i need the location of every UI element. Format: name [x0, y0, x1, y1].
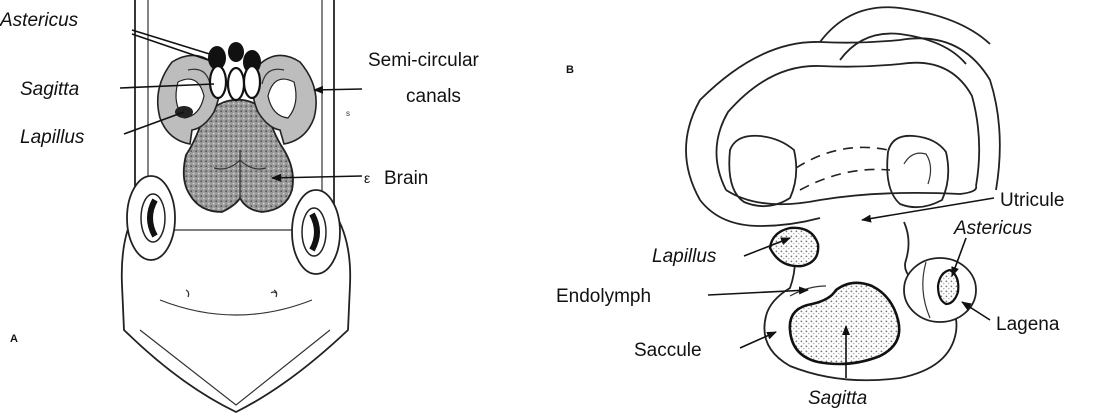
snout-midline [160, 300, 312, 315]
label-utricule: Utricule [1000, 190, 1064, 211]
left-eye [127, 176, 175, 260]
lagena [904, 258, 976, 322]
mark-epsilon: ε [364, 170, 370, 186]
label-astericus-b: Astericus [953, 218, 1033, 239]
canal-inner [716, 63, 979, 190]
label-brain: Brain [384, 168, 428, 189]
panel-b-letter: B [566, 64, 574, 76]
ampulla-right-inner [904, 153, 931, 184]
label-lagena: Lagena [996, 314, 1060, 335]
label-canals-line2: canals [406, 86, 461, 107]
right-eye [292, 190, 340, 274]
canals-leader [314, 89, 362, 90]
ampulla-left [729, 136, 796, 206]
label-saccule: Saccule [634, 340, 702, 361]
nostril-left [186, 290, 189, 297]
lapillus-otolith [770, 228, 818, 266]
label-lapillus-a: Lapillus [20, 127, 85, 148]
panel-a: Astericus Sagitta Lapillus Semi-circular… [0, 0, 480, 412]
astericus-leader-a [132, 30, 216, 56]
mark-s: s [346, 109, 350, 118]
sagitta-otolith [790, 283, 899, 364]
label-lapillus-b: Lapillus [652, 246, 717, 267]
saccule-arrow [740, 332, 776, 348]
label-astericus-a: Astericus [0, 10, 79, 31]
canal-top-inner [840, 34, 966, 64]
ampulla-right [887, 136, 948, 207]
utricule-arrow [862, 198, 994, 220]
label-endolymph: Endolymph [556, 286, 651, 307]
jaw-lines [140, 330, 330, 405]
label-canals-line1: Semi-circular [368, 50, 480, 71]
panel-a-letter: A [10, 333, 18, 345]
label-sagitta-a: Sagitta [20, 79, 79, 100]
canal-outer [686, 38, 1000, 200]
utricle-body [700, 186, 976, 226]
canal-dashed [796, 147, 890, 190]
astericus-leader-a2 [132, 34, 214, 62]
panel-b: B Utricule Astericu [556, 7, 1064, 409]
nostril-right [271, 290, 277, 297]
label-sagitta-b: Sagitta [808, 388, 867, 409]
